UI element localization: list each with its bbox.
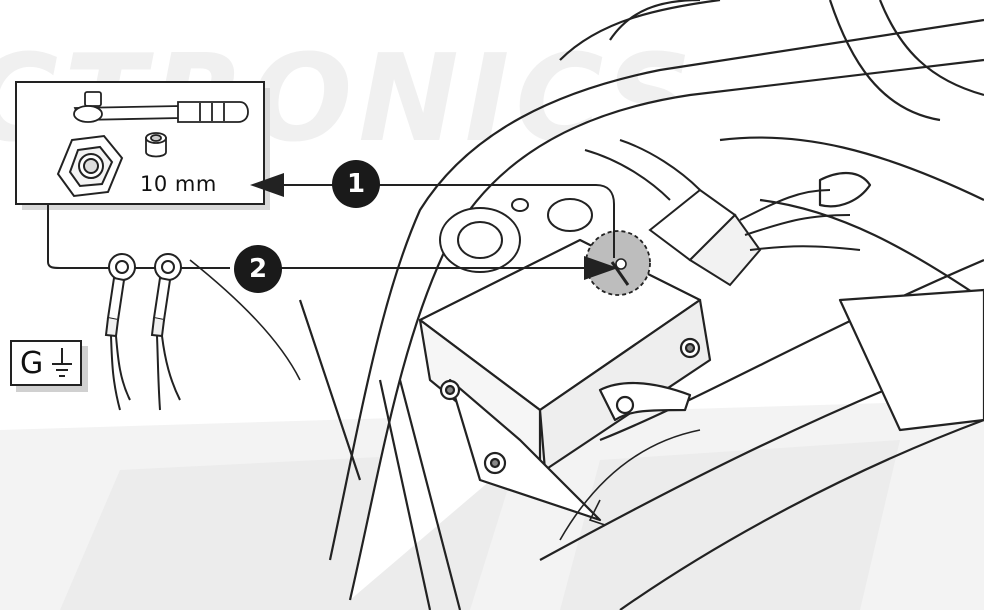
- ratchet-icon: [73, 91, 249, 123]
- console-openings: [439, 198, 593, 273]
- nut-icon: [56, 134, 124, 198]
- tool-box: [15, 81, 270, 210]
- terminal-leader: [47, 204, 230, 269]
- socket-size-label: 10 mm: [140, 172, 217, 196]
- ground-letter: G: [20, 345, 44, 381]
- wire-connector: [584, 139, 861, 287]
- step-1-arrow: [250, 173, 615, 258]
- step-2-badge: 2: [234, 245, 282, 293]
- ring-terminals: [104, 253, 182, 411]
- ground-stud-highlight: [585, 230, 651, 296]
- ground-symbol-box: G: [10, 340, 82, 386]
- ground-icon: [52, 348, 73, 377]
- background-lines: [189, 259, 701, 541]
- socket-icon: [145, 132, 167, 158]
- step-1-badge: 1: [332, 160, 380, 208]
- step-2-arrow: [280, 256, 618, 280]
